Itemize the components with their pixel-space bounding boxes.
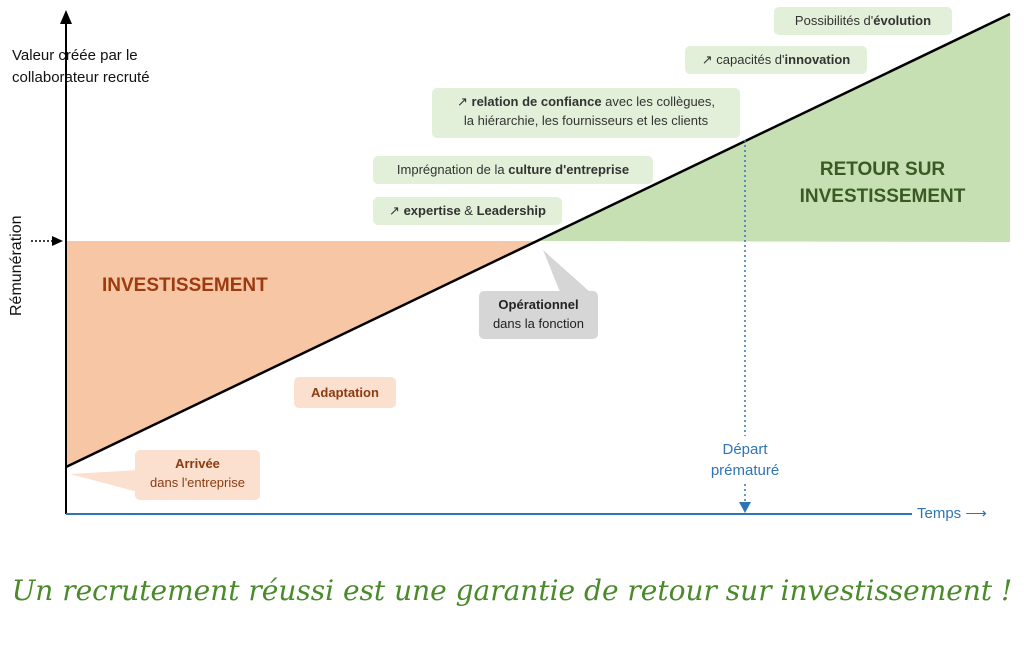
tag-innovation-text: capacités d'	[712, 52, 785, 67]
tag-trust-text: avec les collègues,	[601, 94, 716, 109]
operational-callout-tail	[543, 250, 590, 292]
tag-trust-bold: relation de confiance	[471, 94, 602, 109]
tag-culture-text: Imprégnation de la	[396, 162, 509, 177]
trend-up-icon: ↗	[389, 203, 400, 218]
roi-label-line1: RETOUR SUR	[819, 159, 946, 180]
y-axis-side-label: Rémunération	[8, 215, 25, 317]
tag-trust: ↗ relation de confiance avec les collègu…	[432, 88, 740, 138]
tag-trust-line1: ↗ relation de confiance avec les collègu…	[442, 92, 730, 111]
x-axis-label-text: Temps	[917, 505, 962, 522]
departure-marker	[739, 502, 751, 513]
adaptation-badge: Adaptation	[294, 377, 396, 408]
trend-up-icon: ↗	[701, 52, 713, 67]
tag-expertise-bold2: Leadership	[476, 203, 546, 218]
tag-innovation: ↗ capacités d'innovation	[685, 46, 867, 74]
tag-evolution: Possibilités d'évolution	[774, 7, 952, 35]
y-axis-title-line1: Valeur créée par le	[12, 47, 138, 64]
investment-label: INVESTISSEMENT	[102, 275, 268, 296]
tag-culture-bold: culture d'entreprise	[508, 162, 630, 177]
tag-trust-line2: la hiérarchie, les fournisseurs et les c…	[463, 113, 709, 128]
trend-up-icon: ↗	[456, 94, 468, 109]
arrival-title: Arrivée	[175, 456, 220, 471]
departure-label-line1: Départ	[722, 441, 768, 458]
operational-subtitle: dans la fonction	[492, 316, 585, 331]
x-axis-arrow-icon: ⟶	[965, 505, 987, 522]
salary-pointer-head	[52, 236, 63, 246]
arrival-subtitle: dans l'entreprise	[150, 475, 245, 490]
y-axis-arrow	[60, 10, 72, 24]
roi-label-line2: INVESTISSEMENT	[799, 186, 966, 207]
x-axis-label: Temps ⟶	[917, 504, 987, 522]
tag-expertise: ↗ expertise & Leadership	[373, 197, 562, 225]
tag-evolution-bold: évolution	[873, 13, 932, 28]
tag-evolution-text: Possibilités d'	[794, 13, 874, 28]
operational-title: Opérationnel	[498, 297, 579, 312]
tag-expertise-bold1: expertise	[403, 203, 461, 218]
arrival-callout: Arrivée dans l'entreprise	[135, 450, 260, 500]
tagline: Un recrutement réussi est une garantie d…	[11, 574, 1013, 607]
tag-culture: Imprégnation de la culture d'entreprise	[373, 156, 653, 184]
adaptation-label: Adaptation	[311, 385, 379, 400]
y-axis-title-line2: collaborateur recruté	[12, 69, 150, 86]
arrival-callout-tail	[70, 470, 138, 492]
departure-label-line2: prématuré	[710, 462, 780, 479]
tag-innovation-bold: innovation	[784, 52, 851, 67]
value-line	[65, 12, 1011, 469]
tag-expertise-mid: &	[460, 203, 477, 218]
operational-callout: Opérationnel dans la fonction	[479, 291, 598, 339]
